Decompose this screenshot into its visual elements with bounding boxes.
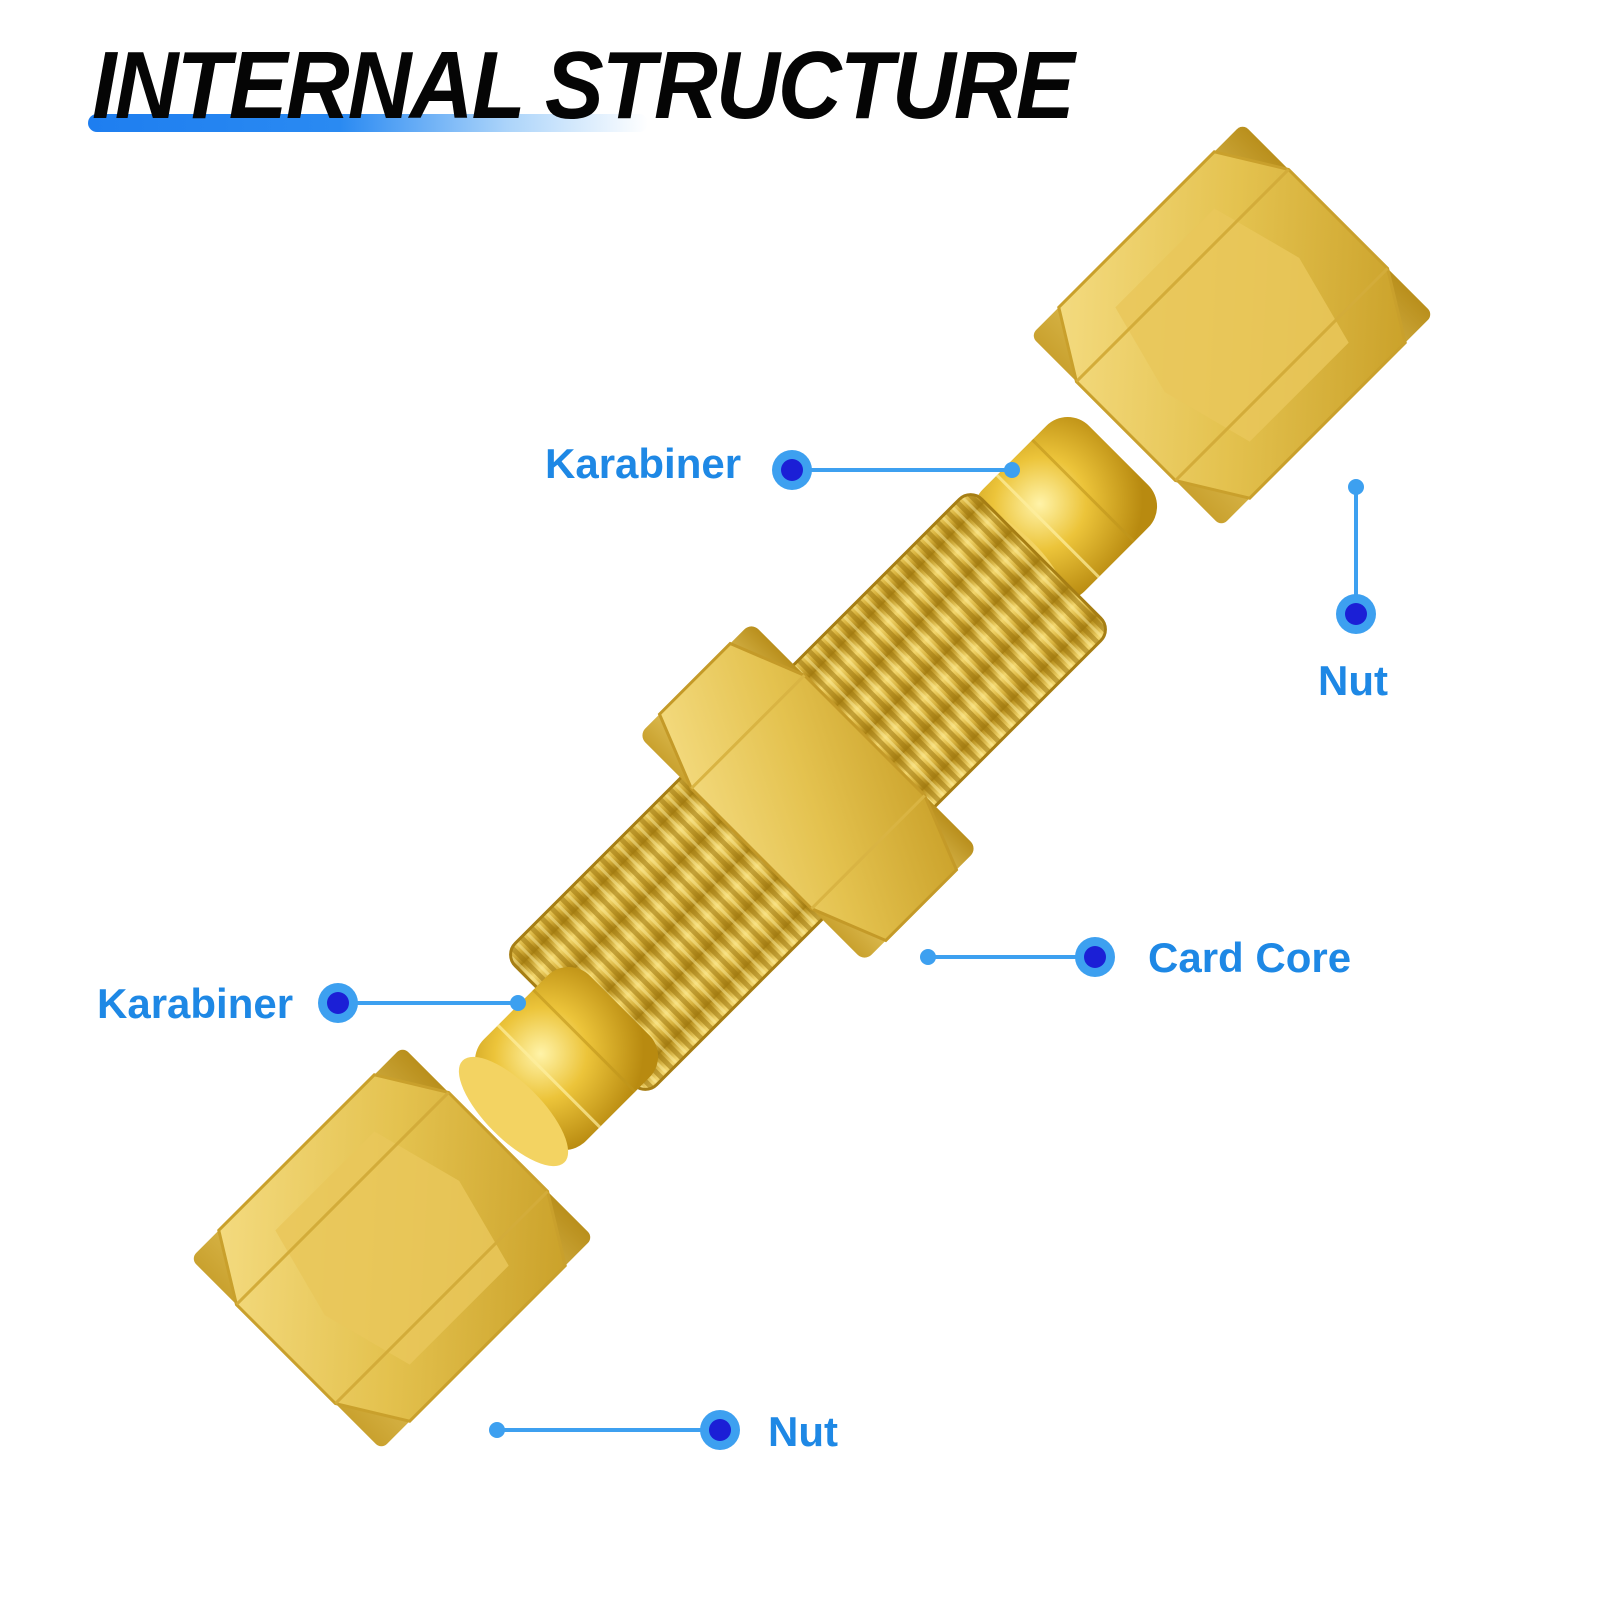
leader-karabiner-bottom <box>318 983 526 1023</box>
page-title: INTERNAL STRUCTURE <box>92 32 1075 139</box>
card-core-part <box>509 493 1107 1091</box>
leader-card-core <box>920 937 1115 977</box>
label-nut-top: Nut <box>1318 657 1388 704</box>
leader-karabiner-top <box>772 450 1020 490</box>
label-card-core: Card Core <box>1148 934 1352 981</box>
title-underline <box>88 114 648 132</box>
leader-nut-bottom <box>489 1410 740 1450</box>
karabiner-bottom-part <box>458 966 659 1167</box>
label-nut-bottom: Nut <box>768 1408 838 1455</box>
label-karabiner-top: Karabiner <box>545 440 742 487</box>
leader-nut-top <box>1336 479 1376 634</box>
nut-top-part <box>1033 126 1431 524</box>
nut-bottom-part <box>193 1049 591 1447</box>
label-karabiner-bottom: Karabiner <box>97 980 294 1027</box>
